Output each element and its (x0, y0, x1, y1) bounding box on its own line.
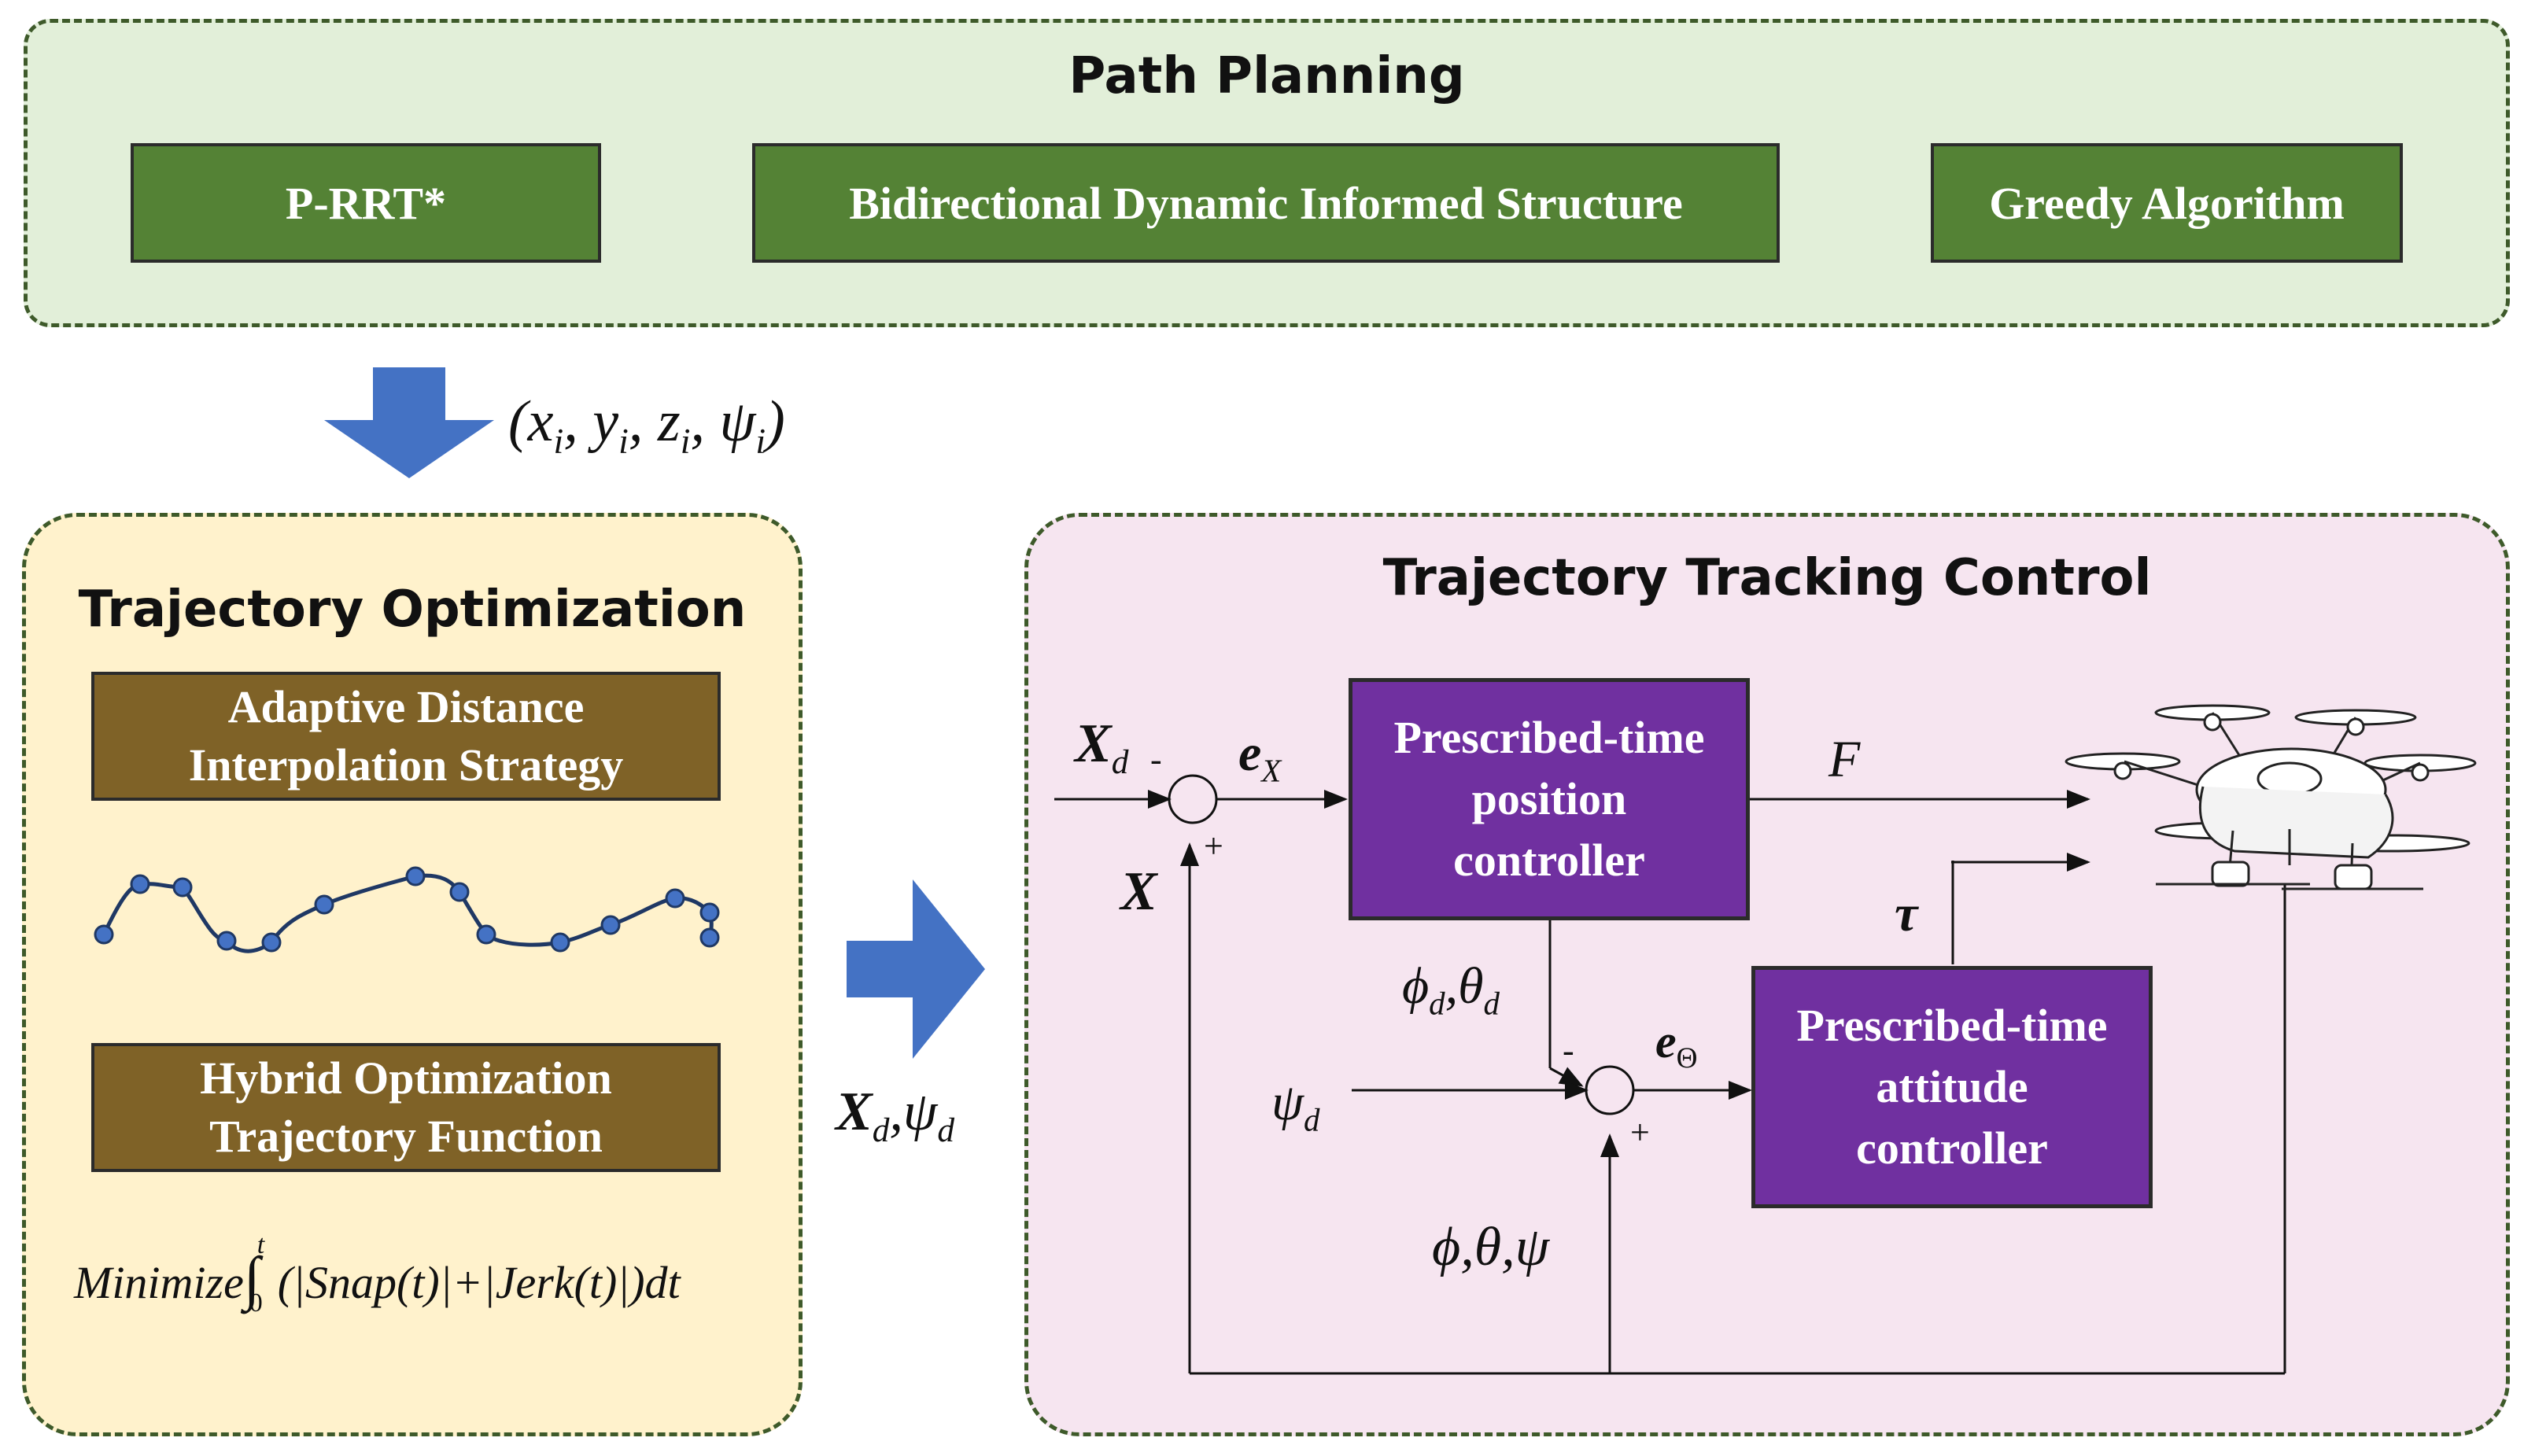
position-controller-box: Prescribed-time position controller (1349, 678, 1750, 920)
attitude-box-line2: attitude (1876, 1061, 2028, 1113)
plus-sign-position: + (1204, 827, 1223, 865)
desired-attitude-label: ϕd,θd (1402, 957, 1500, 1022)
summing-junction-attitude (1585, 1065, 1635, 1115)
attitude-box-line3: controller (1856, 1122, 2048, 1174)
summing-junction-position (1168, 774, 1218, 824)
bidirectional-dynamic-informed-structure-box: Bidirectional Dynamic Informed Structure (752, 143, 1780, 263)
ex-label: eX (1238, 724, 1282, 789)
minus-sign-position: - (1150, 740, 1162, 779)
adaptive-box-line2: Interpolation Strategy (188, 739, 624, 791)
attitude-controller-box: Prescribed-time attitude controller (1751, 966, 2153, 1208)
right-flow-arrow (847, 879, 985, 1059)
handoff-label: Xd,ψd (836, 1082, 955, 1150)
control-loop-lines (1054, 774, 2286, 1375)
position-box-line1: Prescribed-time (1393, 712, 1705, 764)
down-flow-arrow (324, 367, 494, 478)
psi-d-label: ψd (1271, 1074, 1320, 1138)
torque-label: τ (1895, 885, 1918, 942)
greedy-algorithm-box: Greedy Algorithm (1931, 143, 2403, 263)
trajectory-optimization-title: Trajectory Optimization (78, 581, 747, 639)
p-rrt-star-box: P-RRT* (131, 143, 601, 263)
attitude-box-line1: Prescribed-time (1796, 1000, 2108, 1052)
e-theta-label: eΘ (1655, 1016, 1698, 1075)
x-feedback-label: X (1120, 861, 1157, 922)
feedback-angles-label: ϕ,θ,ψ (1432, 1217, 1550, 1277)
trajectory-tracking-control-title: Trajectory Tracking Control (1382, 549, 2152, 607)
force-label: F (1828, 731, 1861, 788)
position-box-line3: controller (1453, 834, 1645, 886)
waypoint-dots (94, 866, 720, 953)
plus-sign-attitude: + (1630, 1113, 1650, 1152)
minus-sign-attitude: - (1563, 1031, 1574, 1070)
hybrid-box-line1: Hybrid Optimization (200, 1052, 612, 1104)
quadrotor-drone-icon (2065, 704, 2477, 890)
position-box-line2: position (1471, 773, 1627, 825)
waypoint-curve (101, 873, 714, 953)
waypoint-tuple-label: (xi, yi, zi, ψi) (508, 389, 785, 462)
path-planning-title: Path Planning (1068, 47, 1465, 105)
xd-label: Xd (1075, 713, 1129, 782)
trajectory-optimization-panel (22, 513, 803, 1436)
hybrid-box-line2: Trajectory Function (209, 1111, 603, 1162)
adaptive-box-line1: Adaptive Distance (227, 680, 585, 732)
